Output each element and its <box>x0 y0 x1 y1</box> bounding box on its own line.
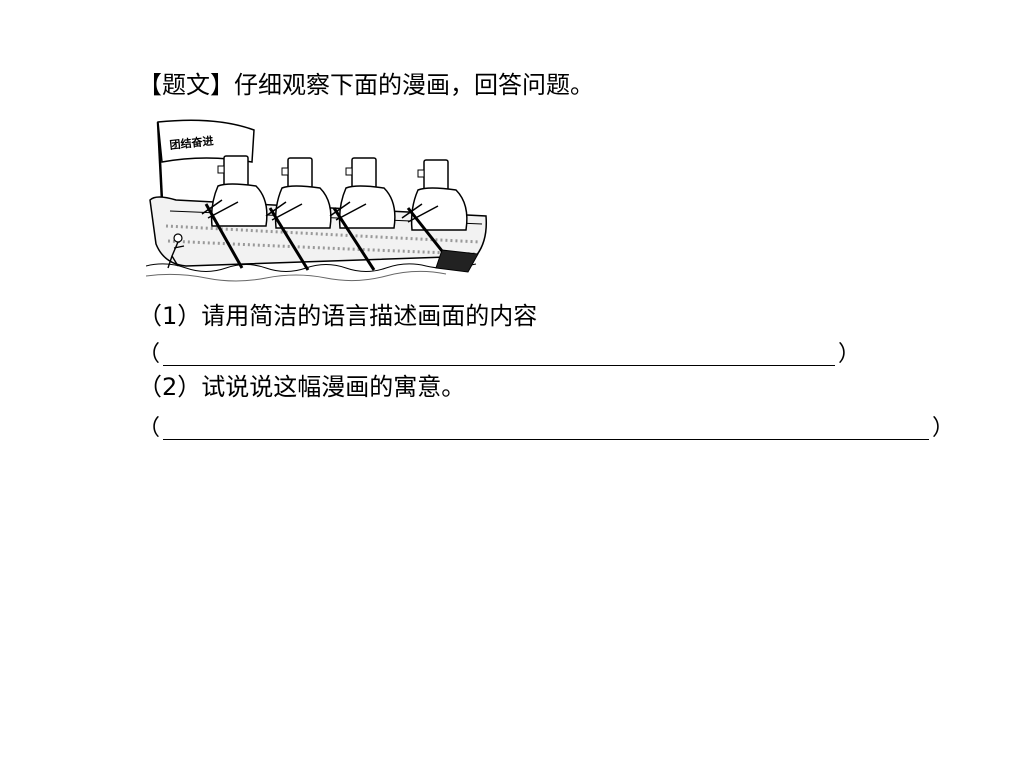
boat-texture <box>165 224 481 256</box>
water-ripple <box>146 270 447 282</box>
answer-blank-1[interactable] <box>163 340 836 366</box>
answer-open-paren: （ <box>138 342 161 367</box>
small-figure <box>167 233 185 269</box>
oar <box>204 203 244 269</box>
answer-blank-2[interactable] <box>163 414 930 440</box>
rowing-boat-comic: 团结奋进 <box>146 119 488 282</box>
rower <box>329 157 396 229</box>
flag <box>157 119 255 163</box>
answer-close-paren: ） <box>932 416 955 441</box>
oar <box>268 207 310 271</box>
question-1-prompt: （1）请用简洁的语言描述画面的内容 <box>138 302 538 330</box>
oar <box>332 207 376 271</box>
question-2-answer: （） <box>138 414 954 444</box>
rower <box>201 155 268 227</box>
broom-handle <box>406 207 448 257</box>
answer-open-paren: （ <box>138 416 161 441</box>
broom-head <box>435 249 479 273</box>
rower <box>401 159 468 231</box>
question-1-answer: （） <box>138 340 860 370</box>
answer-close-paren: ） <box>838 342 861 367</box>
question-title: 【题文】仔细观察下面的漫画，回答问题。 <box>138 71 594 99</box>
flag-text: 团结奋进 <box>169 133 214 152</box>
question-2-prompt: （2）试说说这幅漫画的寓意。 <box>138 373 466 401</box>
rower <box>265 157 332 229</box>
